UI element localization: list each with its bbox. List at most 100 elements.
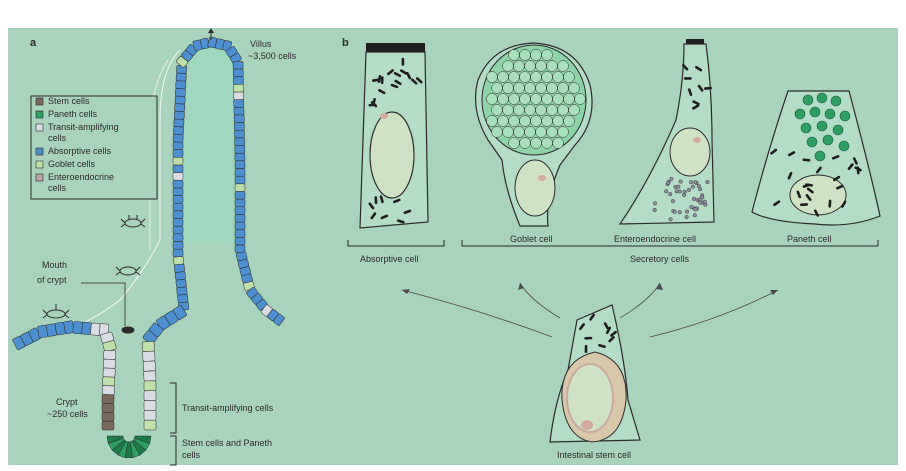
epithelial-cell — [143, 361, 155, 371]
epithelial-cell — [176, 73, 186, 81]
epithelial-cell — [144, 381, 156, 391]
mucin-granule — [531, 116, 542, 127]
mucin-granule — [492, 83, 503, 94]
mucin-granule — [498, 94, 509, 105]
mucin-granule — [520, 138, 531, 149]
mucin-granule — [520, 50, 531, 61]
secretory-granule — [691, 185, 695, 189]
mucin-granule — [509, 116, 520, 127]
mucin-granule — [509, 50, 520, 61]
epithelial-cell — [177, 287, 188, 296]
epithelial-cell — [173, 234, 183, 242]
epithelial-cell — [173, 249, 183, 257]
mucin-granule — [558, 61, 569, 72]
legend-swatch — [36, 174, 43, 181]
mucin-granule — [498, 116, 509, 127]
mucin-granule — [514, 83, 525, 94]
epithelial-cell — [174, 119, 184, 127]
epithelial-cell — [90, 323, 100, 336]
epithelial-cell — [173, 142, 183, 150]
secretory-granule — [667, 181, 671, 185]
paneth-granule — [839, 141, 849, 151]
transit-zone-label: Transit-amplifying cells — [182, 403, 274, 413]
organelle — [402, 58, 405, 66]
mucin-granule — [569, 83, 580, 94]
mucin-granule — [503, 105, 514, 116]
mouth-of-crypt-label-2: of crypt — [37, 275, 67, 285]
epithelial-cell — [104, 350, 116, 359]
organelle — [381, 76, 384, 84]
epithelial-cell — [176, 279, 187, 288]
epithelial-cell — [235, 230, 245, 238]
mucin-granule — [558, 127, 569, 138]
epithelial-cell — [235, 138, 245, 146]
villus-label: Villus — [250, 39, 272, 49]
epithelial-cell — [144, 391, 156, 401]
epithelial-cell — [102, 403, 114, 412]
mucin-granule — [569, 105, 580, 116]
epithelial-cell — [144, 371, 156, 381]
epithelial-cell — [233, 77, 243, 85]
epithelial-cell — [102, 386, 114, 395]
paneth-granule — [803, 95, 813, 105]
secretory-granule — [683, 190, 687, 194]
legend-label: Goblet cells — [48, 159, 96, 169]
secretory-granule — [687, 188, 691, 192]
epithelial-cell — [102, 394, 114, 403]
mucin-granule — [509, 72, 520, 83]
epithelial-cell — [235, 222, 245, 230]
mucin-granule — [575, 94, 586, 105]
epithelial-cell — [173, 165, 183, 173]
epithelial-cell — [235, 245, 245, 253]
epithelial-cell — [103, 359, 115, 368]
mucin-granule — [487, 94, 498, 105]
epithelial-cell — [173, 173, 183, 181]
villus-count: ~3,500 cells — [248, 51, 297, 61]
legend-swatch — [36, 98, 43, 105]
secretory-granule — [682, 193, 686, 197]
epithelial-cell — [235, 191, 245, 199]
organelle — [584, 337, 592, 340]
epithelial-cell — [102, 412, 114, 421]
mucin-granule — [503, 83, 514, 94]
mucin-granule — [487, 116, 498, 127]
mucin-granule — [514, 127, 525, 138]
legend-label: Paneth cells — [48, 109, 98, 119]
secretory-granule — [669, 218, 673, 222]
epithelial-cell — [234, 123, 244, 131]
mucin-granule — [542, 138, 553, 149]
epithelial-cell — [175, 271, 186, 280]
epithelial-cell — [234, 107, 244, 115]
epithelial-cell — [103, 377, 115, 386]
crypt-label: Crypt — [56, 397, 78, 407]
epithelial-cell — [235, 169, 245, 177]
panel-a-letter: a — [30, 37, 37, 49]
epithelial-cell — [234, 115, 244, 123]
secretory-granule — [653, 208, 657, 212]
mucin-granule — [542, 72, 553, 83]
mucin-granule — [520, 94, 531, 105]
mucin-granule — [492, 105, 503, 116]
organelle — [374, 196, 377, 204]
mucin-granule — [531, 50, 542, 61]
legend-swatch — [36, 111, 43, 118]
secretory-granule — [673, 210, 677, 214]
secretory-granule — [694, 180, 698, 184]
paneth-granule — [833, 125, 843, 135]
mucin-granule — [553, 94, 564, 105]
legend-swatch — [36, 148, 43, 155]
epithelial-cell — [177, 294, 188, 303]
epithelial-cell — [235, 199, 245, 207]
secretory-granule — [668, 192, 672, 196]
paneth-granule — [817, 121, 827, 131]
mucin-granule — [503, 61, 514, 72]
secretory-granule — [693, 214, 697, 218]
epithelial-cell — [173, 211, 183, 219]
epithelial-cell — [173, 218, 183, 226]
goblet-cell-label: Goblet cell — [510, 234, 553, 244]
epithelial-cell — [173, 188, 183, 196]
secretory-granule — [694, 208, 698, 212]
secretory-granule — [703, 200, 707, 204]
mucin-granule — [547, 83, 558, 94]
